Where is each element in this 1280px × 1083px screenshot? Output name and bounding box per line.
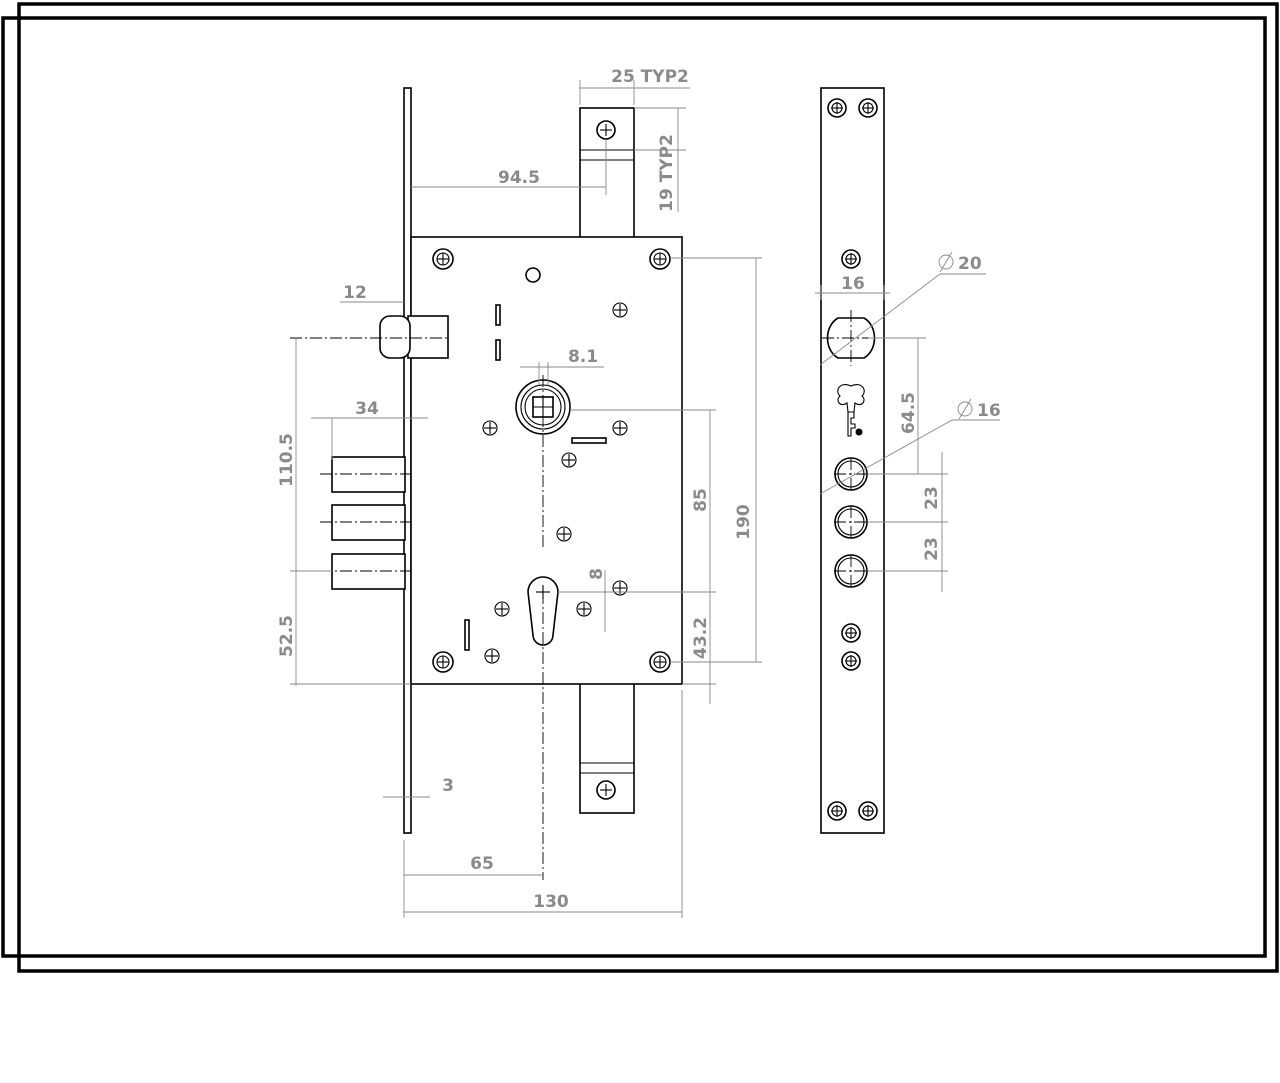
top-bolt-screw <box>596 120 616 140</box>
dim-spindle: 8.1 <box>568 347 598 367</box>
case-screw <box>649 248 671 270</box>
dim-faceplate-thickness: 3 <box>442 776 454 796</box>
dim-bolt-depth: 34 <box>355 399 379 419</box>
dim-typ-width: 25 TYP2 <box>611 67 689 87</box>
deadbolt <box>331 504 406 541</box>
key-icon <box>837 384 865 437</box>
side-view-dimensions <box>290 80 762 918</box>
dim-bolt-pitch-1: 23 <box>922 486 942 510</box>
svg-text:20: 20 <box>958 254 982 274</box>
bottom-bolt-screw <box>596 780 616 800</box>
dim-spindle-to-cylinder: 85 <box>691 488 711 512</box>
lock-front-view <box>820 87 920 834</box>
front-screws <box>827 98 878 821</box>
deadbolt <box>331 553 406 590</box>
lock-case <box>410 236 683 685</box>
dim-latch-to-bolt: 64.5 <box>899 392 919 434</box>
dim-lower-height: 52.5 <box>277 615 297 657</box>
drawing-frame-inner <box>17 2 1279 973</box>
dim-latch-diameter: 20 <box>938 251 982 274</box>
dim-case-height: 190 <box>734 504 754 540</box>
cylinder-hole <box>527 576 559 646</box>
dim-cylinder-offset: 8 <box>587 568 607 580</box>
dim-bolt-diameter: 16 <box>957 398 1001 421</box>
case-screw <box>432 651 454 673</box>
bottom-shoot-bolt <box>579 682 635 814</box>
dim-latch-depth: 12 <box>343 283 367 303</box>
dim-bolt-spacing: 110.5 <box>277 433 297 487</box>
dim-front-width: 16 <box>841 274 865 294</box>
deadbolt <box>331 456 406 493</box>
case-screw <box>432 248 454 270</box>
lock-side-view <box>290 87 683 880</box>
front-view-dimensions <box>815 273 1000 592</box>
svg-text:16: 16 <box>977 401 1001 421</box>
dim-bolt-pitch-2: 23 <box>922 537 942 561</box>
dim-bolt-offset: 94.5 <box>498 168 540 188</box>
latch-bolt <box>407 315 449 359</box>
front-faceplate <box>820 87 885 834</box>
dim-typ-height: 19 TYP2 <box>657 134 677 212</box>
latch-hole <box>826 317 876 359</box>
dim-case-width: 130 <box>533 892 569 912</box>
drawing-frame-outer <box>1 16 1267 958</box>
top-shoot-bolt <box>579 107 635 239</box>
dim-backset: 65 <box>470 854 494 874</box>
dim-cylinder-to-bottom: 43.2 <box>691 617 711 659</box>
